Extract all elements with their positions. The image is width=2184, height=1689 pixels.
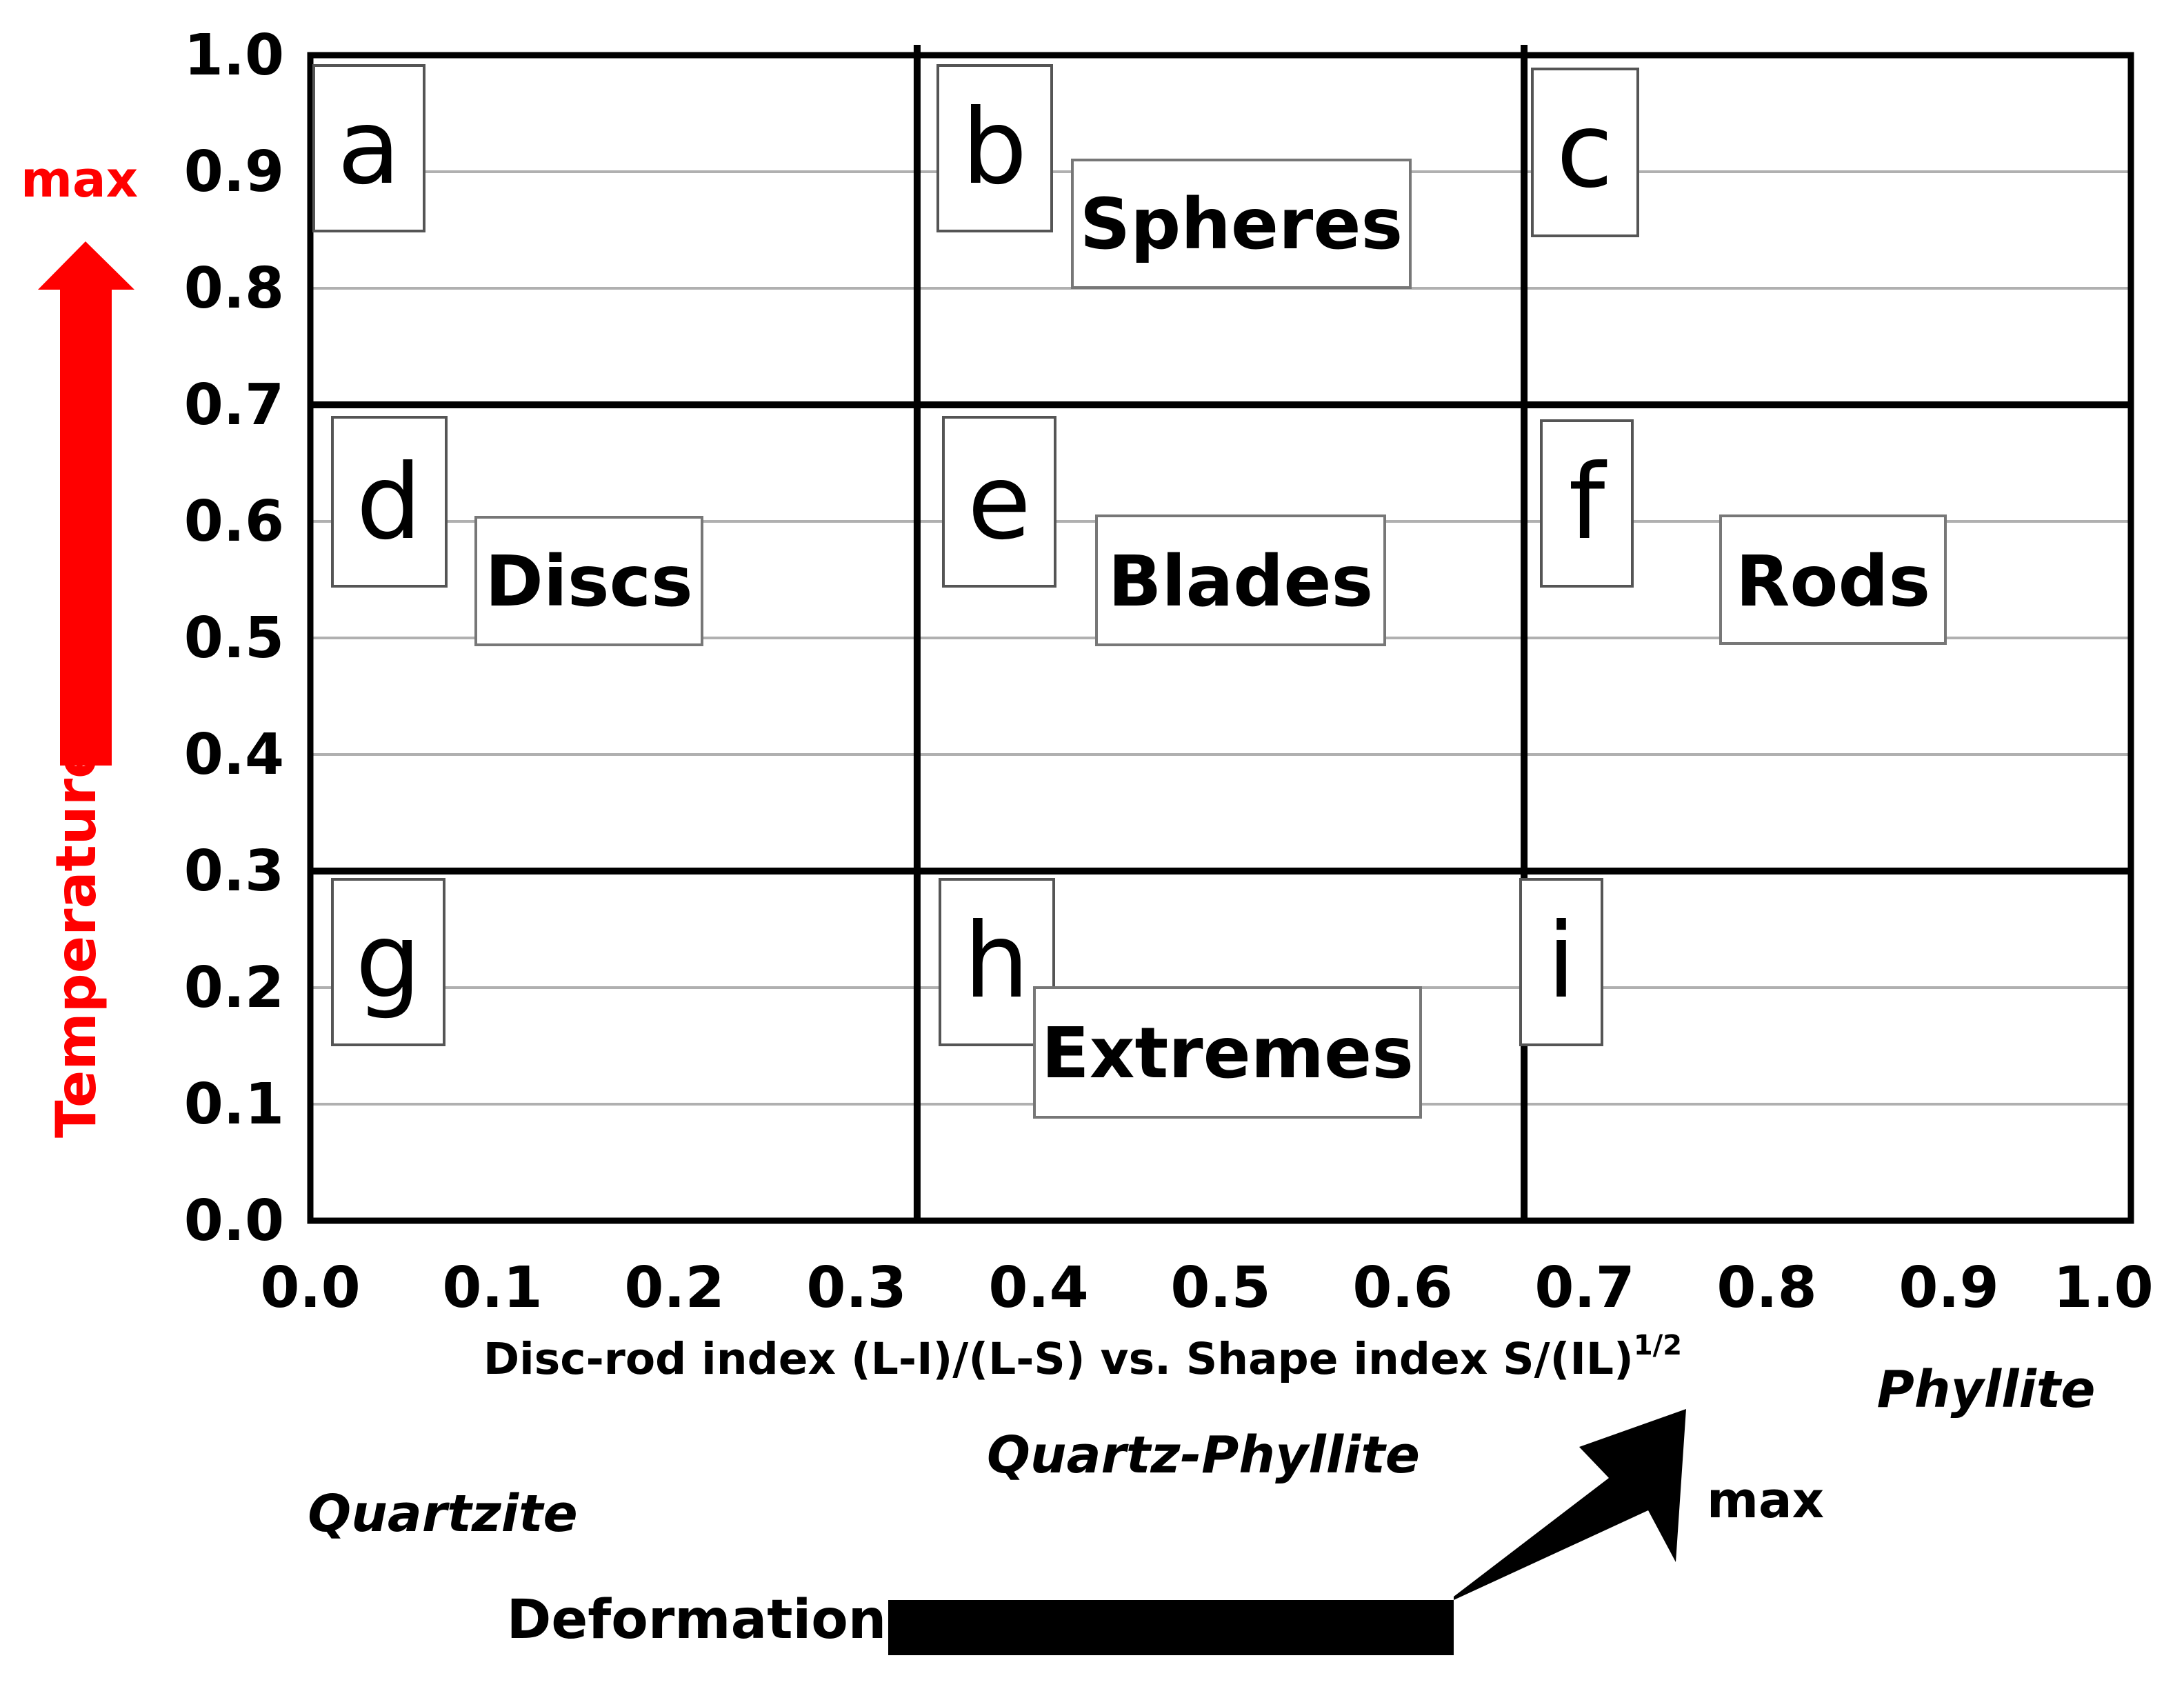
y-tick-label: 1.0 [184, 23, 284, 88]
y-tick-label: 0.9 [184, 139, 284, 205]
deformation-arrow [888, 1409, 1686, 1655]
region-label-rods: Rods [1736, 541, 1930, 623]
letter-d: d [356, 443, 421, 563]
x-axis-title: Disc-rod index (L-I)/(L-S) vs. Shape ind… [483, 1330, 1682, 1384]
y-tick-label: 0.1 [184, 1072, 284, 1137]
deformation-label: Deformation [507, 1589, 887, 1651]
y-tick-label: 0.5 [184, 606, 284, 671]
y-tick-label: 0.2 [184, 955, 284, 1021]
cell-a: a [312, 64, 425, 232]
plot-frame [307, 52, 2134, 1224]
region-label-discs: Discs [485, 541, 693, 623]
region-label-box-rods [1719, 514, 1947, 645]
letter-box-g [331, 878, 445, 1046]
cell-f: f Rods [1540, 419, 1947, 645]
region-label-box-discs [474, 516, 703, 646]
region-label-box-blades [1095, 514, 1386, 646]
x-tick-label: 0.6 [1352, 1255, 1452, 1321]
y-tick-label: 0.8 [184, 256, 284, 321]
cell-c: c [1531, 68, 1639, 237]
region-label-extremes: Extremes [1041, 1012, 1414, 1095]
cell-b: b Spheres [936, 64, 1412, 289]
deformation-max-label: max [1707, 1471, 1824, 1529]
y-tick-label: 0.3 [184, 839, 284, 904]
x-tick-label: 0.4 [988, 1255, 1088, 1321]
rock-label-quartzite: Quartzite [308, 1484, 577, 1543]
letter-box-i [1519, 878, 1603, 1046]
y-tick-label: 0.4 [184, 722, 284, 788]
cell-d: d Discs [331, 416, 703, 646]
x-tick-label: 0.3 [806, 1255, 906, 1321]
x-tick-label: 0.0 [260, 1255, 360, 1321]
letter-box-b [936, 64, 1053, 232]
letter-e: e [968, 443, 1031, 563]
letter-g: g [355, 901, 421, 1021]
letter-box-a [312, 64, 425, 232]
x-tick-label: 0.2 [624, 1255, 724, 1321]
x-axis-title-superscript: 1/2 [1634, 1330, 1682, 1361]
x-tick-label: 1.0 [2053, 1255, 2153, 1321]
cell-h: h Extremes [939, 878, 1422, 1119]
region-label-spheres: Spheres [1080, 183, 1403, 266]
cell-e: e Blades [942, 416, 1386, 646]
x-tick-label: 0.5 [1170, 1255, 1270, 1321]
region-label-box-spheres [1071, 159, 1412, 289]
letter-f: f [1569, 443, 1607, 563]
y-tick-label: 0.0 [184, 1188, 284, 1254]
y-axis-tick-labels: 0.0 0.1 0.2 0.3 0.4 0.5 0.6 0.7 0.8 0.9 1.0 [184, 23, 284, 1254]
x-tick-label: 0.8 [1716, 1255, 1816, 1321]
letter-box-e [942, 416, 1056, 588]
region-label-box-extremes [1033, 986, 1422, 1119]
cell-g: g [331, 878, 445, 1046]
letter-box-d [331, 416, 448, 588]
temperature-arrow-group: max Temperature [21, 150, 138, 1138]
letter-h: h [963, 901, 1029, 1021]
temperature-max-label: max [21, 150, 138, 208]
letter-i: i [1547, 901, 1576, 1021]
rock-label-phyllite: Phyllite [1877, 1360, 2096, 1419]
x-tick-label: 0.7 [1534, 1255, 1634, 1321]
x-tick-label: 0.9 [1899, 1255, 1998, 1321]
letter-a: a [337, 88, 401, 208]
rock-label-quartz-phyllite: Quartz-Phyllite [987, 1426, 1420, 1485]
y-tick-label: 0.7 [184, 372, 284, 438]
letter-b: b [961, 88, 1027, 208]
region-label-blades: Blades [1108, 541, 1373, 623]
deformation-arrow-group: Deformation max [507, 1409, 1824, 1655]
x-axis-title-main: Disc-rod index (L-I)/(L-S) vs. Shape ind… [483, 1334, 1634, 1384]
y-tick-label: 0.6 [184, 489, 284, 554]
temperature-label: Temperature [44, 741, 108, 1138]
temperature-arrow [38, 241, 134, 766]
letter-box-f [1540, 419, 1634, 588]
cell-i: i [1519, 878, 1603, 1046]
x-tick-label: 0.1 [442, 1255, 542, 1321]
letter-box-c [1531, 68, 1639, 237]
x-axis-tick-labels: 0.0 0.1 0.2 0.3 0.4 0.5 0.6 0.7 0.8 0.9 1.0 [260, 1255, 2153, 1321]
letter-c: c [1556, 91, 1613, 211]
